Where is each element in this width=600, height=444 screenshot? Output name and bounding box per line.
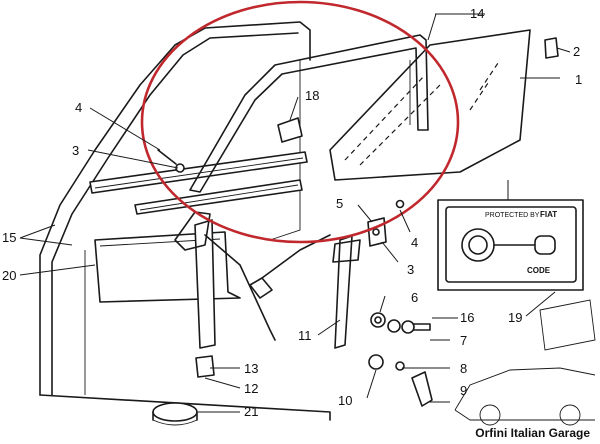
callout-15: 15 xyxy=(2,230,16,245)
watermark: Orfini Italian Garage xyxy=(473,426,592,440)
door-shell xyxy=(39,21,331,421)
callout-9: 9 xyxy=(460,383,467,398)
callout-11: 11 xyxy=(298,328,312,343)
belt-weatherstrip xyxy=(89,151,308,215)
trim-panel xyxy=(94,231,241,303)
leader-lines xyxy=(19,13,571,413)
clip-18 xyxy=(277,117,303,143)
callout-12: 12 xyxy=(244,381,258,396)
code-label-word: CODE xyxy=(527,266,551,275)
plug-21 xyxy=(152,402,198,426)
clip-2 xyxy=(544,37,559,59)
callout-4-left: 4 xyxy=(75,100,82,115)
callout-7: 7 xyxy=(460,333,467,348)
callout-2: 2 xyxy=(573,44,580,59)
callout-6: 6 xyxy=(411,290,418,305)
callout-3-right: 3 xyxy=(407,262,414,277)
washer-6 xyxy=(370,312,386,328)
callout-numbers: 14 2 1 18 4 3 5 15 4 3 20 6 19 16 11 7 1… xyxy=(2,6,582,419)
callout-13: 13 xyxy=(244,361,258,376)
guide-12 xyxy=(195,355,215,378)
door-glass xyxy=(329,29,531,181)
callout-16: 16 xyxy=(460,310,474,325)
callout-5: 5 xyxy=(336,196,343,211)
bushing-10 xyxy=(368,354,384,370)
screw-4 xyxy=(157,149,405,209)
bracket-5 xyxy=(367,217,387,247)
code-label-brand: FIAT xyxy=(540,210,557,219)
handle-9 xyxy=(411,371,433,407)
callout-14: 14 xyxy=(470,6,484,21)
nut-8 xyxy=(395,361,405,371)
callout-1: 1 xyxy=(575,72,582,87)
callout-3-left: 3 xyxy=(72,143,79,158)
callout-8: 8 xyxy=(460,361,467,376)
code-label-protected-text: PROTECTED BY xyxy=(485,212,540,219)
callout-10: 10 xyxy=(338,393,352,408)
car-sketch xyxy=(454,299,596,426)
code-label: PROTECTED BY FIAT CODE xyxy=(437,199,584,291)
callout-19: 19 xyxy=(508,310,522,325)
callout-21: 21 xyxy=(244,404,258,419)
callout-20: 20 xyxy=(2,268,16,283)
window-frame-seal xyxy=(189,34,429,193)
callout-18: 18 xyxy=(305,88,319,103)
lift-channel xyxy=(332,235,361,349)
highlight-ring xyxy=(140,0,460,244)
callout-4-right: 4 xyxy=(411,235,418,250)
bolt-16 xyxy=(387,319,431,334)
